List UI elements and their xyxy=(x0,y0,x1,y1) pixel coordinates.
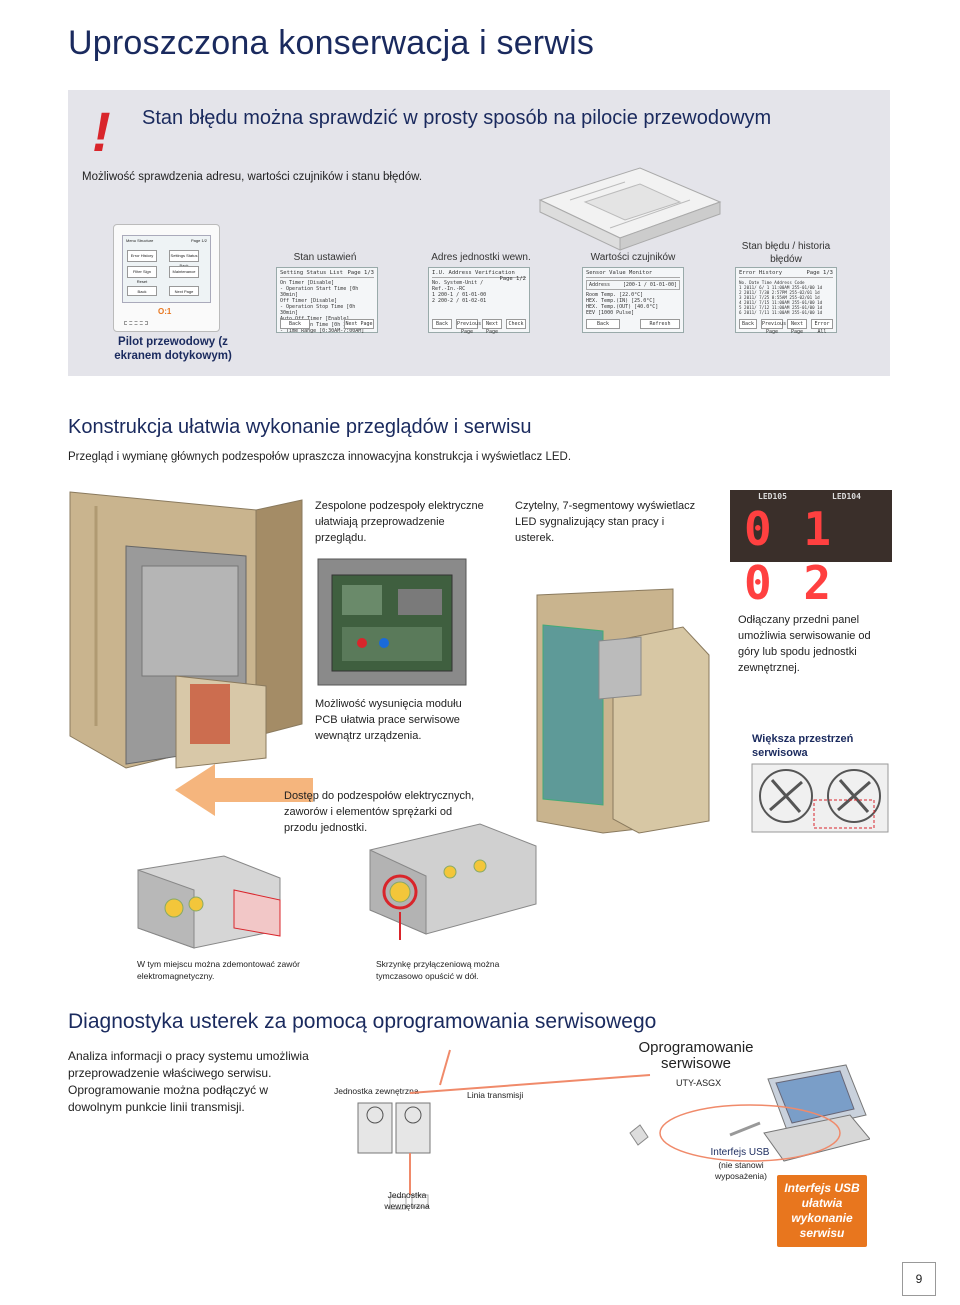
screen-caption-sensors: Wartości czujników xyxy=(590,252,676,263)
remote-logo: O:1 xyxy=(158,307,172,316)
led-digits: 0 1 0 2 xyxy=(744,502,834,610)
usb-callout: Interfejs USB ułatwia wykonanie serwisu xyxy=(777,1175,867,1247)
terminal-box-image xyxy=(369,823,537,940)
note-box: Skrzynkę przyłączeniową można tymczasowo… xyxy=(376,959,500,981)
label-usb-interface: Interfejs USB xyxy=(710,1147,770,1158)
next-page-button[interactable]: Next Page xyxy=(482,319,502,335)
back-button[interactable]: Back xyxy=(280,319,310,329)
panel-subtitle: Możliwość sprawdzenia adresu, wartości c… xyxy=(82,171,423,183)
label-outdoor-unit: Jednostka zewnętrzna xyxy=(334,1086,419,1096)
outdoor-unit-open-image xyxy=(69,491,303,769)
diagnostics-text: Analiza informacji o pracy systemu umożl… xyxy=(68,1049,309,1114)
note-led-display: Czytelny, 7-segmentowy wyświetlacz LED s… xyxy=(515,500,696,544)
screen-sensor-monitor: Sensor Value Monitor Address [200-1 / 01… xyxy=(582,267,684,333)
back-button[interactable]: Back xyxy=(586,319,620,329)
note-valve: W tym miejscu można zdemontować zawór el… xyxy=(137,959,300,981)
remote-settings-key[interactable]: Settings Status Back xyxy=(169,250,199,268)
screen-caption-address: Adres jednostki wewn. xyxy=(431,252,531,263)
cassette-unit-image xyxy=(538,167,722,251)
section-heading-diagnostics: Diagnostyka usterek za pomocą oprogramow… xyxy=(68,1010,657,1033)
back-button[interactable]: Back xyxy=(432,319,452,329)
remote-error-history-key[interactable]: Error History xyxy=(127,250,157,262)
note-access: Dostęp do podzespołów elektrycznych, zaw… xyxy=(284,790,475,834)
label-indoor-unit: Jednostka wewnętrzna xyxy=(384,1190,430,1211)
screen-caption-errors: Stan błędu / historia błędów xyxy=(741,241,831,265)
note-front-panel: Odłączany przedni panel umożliwia serwis… xyxy=(738,614,871,674)
remote-screen-title: Menu Structure xyxy=(126,238,154,243)
check-button[interactable]: Check xyxy=(506,319,526,329)
page-title: Uproszczona konserwacja i serwis xyxy=(68,24,595,62)
screen-row: - Operation Time [0h 30min] xyxy=(280,322,362,328)
screen-row: HEX. Temp.(IN) [25.0°C] xyxy=(586,298,656,304)
screen-row: 1 2011/ 6/ 1 11:00AM 255-01/00 1d xyxy=(739,285,823,290)
fans-image xyxy=(751,763,889,833)
screen-row: HEX. Temp.(OUT) [40.0°C] xyxy=(586,304,659,310)
screen-row: - Operation Start Time [0h 30min] xyxy=(280,286,359,298)
screen-row: 2 200-2 / 01-02-01 xyxy=(432,298,487,304)
remote-filter-key[interactable]: Filter Sign Reset xyxy=(127,266,157,284)
screen-row: 3 2011/ 7/25 8:55AM 255-02/01 1d xyxy=(739,295,820,300)
remote-maintenance-key[interactable]: Maintenance xyxy=(169,266,199,278)
page-number: 9 xyxy=(902,1262,936,1296)
screen-row: 6 2011/ 7/11 11:00AM 255-01/00 1d xyxy=(739,310,823,315)
network-diagram xyxy=(357,1049,870,1210)
section-subtitle-construction: Przegląd i wymianę głównych podzespołów … xyxy=(68,451,572,463)
valve-module-image xyxy=(137,855,281,949)
screen-row: EEV [1000 Pulse] xyxy=(586,310,635,316)
previous-page-button[interactable]: Previous Page xyxy=(456,319,482,335)
screen-row: No. Date Time Address Code xyxy=(739,280,805,285)
wired-remote-controller: Menu Structure Page 1/2 Error History Se… xyxy=(113,224,220,332)
screen-row: 2 2011/ 7/30 2:57PM 255-02/01 1d xyxy=(739,290,820,295)
screen-row: Room Temp. [22.0°C] xyxy=(586,292,644,298)
screen-row: - Time Range [0:30AM-7:00AM] xyxy=(280,328,365,334)
exclamation-icon: ! xyxy=(92,100,111,163)
screen-row: 1 200-1 / 01-01-00 xyxy=(432,292,487,298)
arrow-icon xyxy=(175,764,313,816)
outdoor-unit-panel-image xyxy=(536,588,710,834)
next-page-button[interactable]: Next Page xyxy=(787,319,807,335)
back-button[interactable]: Back xyxy=(739,319,757,329)
note-service-space: Większa przestrzeń serwisowa xyxy=(752,733,854,759)
remote-screen-page: Page 1/2 xyxy=(190,238,207,243)
previous-page-button[interactable]: Previous Page xyxy=(761,319,787,335)
led-label-2: LED104 xyxy=(832,492,861,501)
screen-row: On Timer [Disable] xyxy=(280,280,335,286)
remote-back-key[interactable]: Back xyxy=(127,286,157,296)
section-heading-construction: Konstrukcja ułatwia wykonanie przeglądów… xyxy=(68,416,532,438)
remote-touch-screen: Menu Structure Page 1/2 Error History Se… xyxy=(122,235,211,303)
label-software-model: UTY-ASGX xyxy=(676,1078,722,1088)
label-transmission-line: Linia transmisji xyxy=(467,1090,524,1100)
led-label-1: LED105 xyxy=(758,492,787,501)
led-display-image: LED105 LED104 0 1 0 2 xyxy=(730,490,892,610)
screen-row: 5 2011/ 7/12 11:00AM 255-01/00 1d xyxy=(739,305,823,310)
screen-row: - Operation Stop Time [0h 30min] xyxy=(280,304,356,316)
note-electrical: Zespolone podzespoły elektryczne ułatwia… xyxy=(315,500,484,544)
next-page-button[interactable]: Next Page xyxy=(344,319,374,329)
screen-row: Auto Off Timer [Enable] xyxy=(280,316,350,322)
error-all-button[interactable]: Error All xyxy=(811,319,833,335)
remote-next-key[interactable]: Next Page xyxy=(169,286,199,296)
remote-caption: Pilot przewodowy (z ekranem dotykowym) xyxy=(114,336,232,362)
screen-row: Off Timer [Disable] xyxy=(280,298,338,304)
remote-speaker-grille xyxy=(124,321,148,325)
label-service-software: Oprogramowanie serwisowe xyxy=(638,1039,754,1072)
refresh-button[interactable]: Refresh xyxy=(640,319,680,329)
control-box-image xyxy=(317,558,467,686)
screen-title: Sensor Value Monitor xyxy=(586,270,680,278)
screen-row: 4 2011/ 7/15 11:00AM 255-01/00 1d xyxy=(739,300,823,305)
label-usb-note: (nie stanowi wyposażenia) xyxy=(715,1160,767,1181)
address-field: Address [200-1 / 01-01-00] xyxy=(586,280,680,290)
panel-heading: Stan błędu można sprawdzić w prosty spos… xyxy=(142,107,772,129)
note-pcb: Możliwość wysunięcia modułu PCB ułatwia … xyxy=(315,698,462,742)
screen-caption-settings: Stan ustawień xyxy=(293,252,357,263)
screen-row: No. System-Unit / Ref.-In.-RC xyxy=(432,280,484,292)
